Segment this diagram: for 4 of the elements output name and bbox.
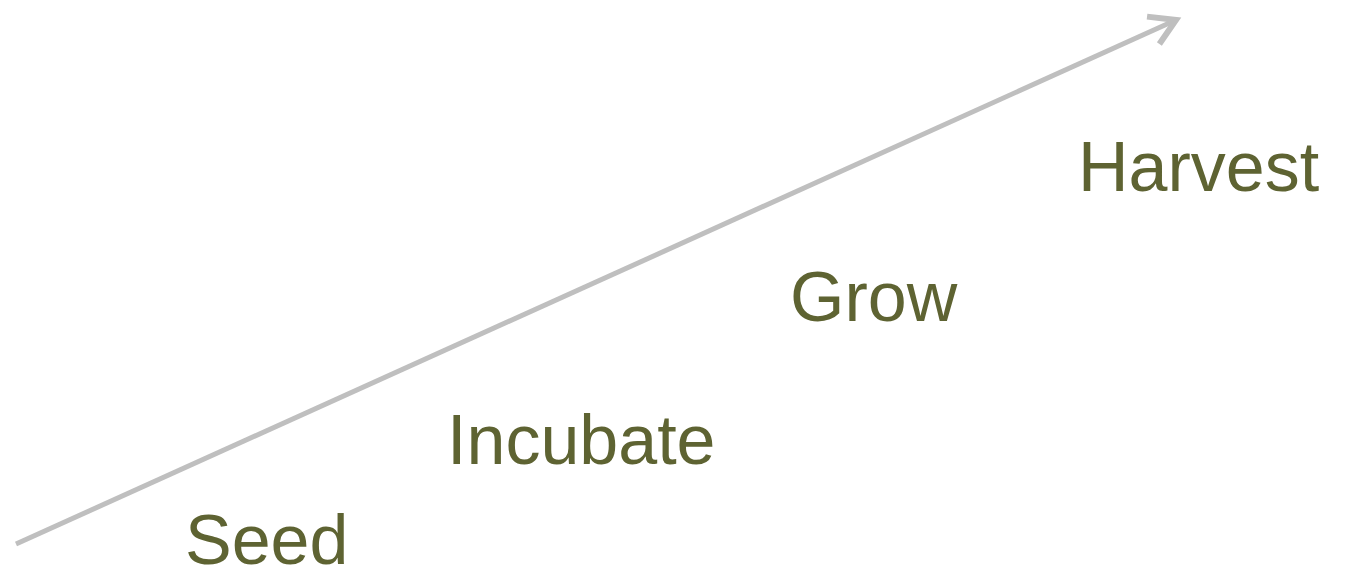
step-label: Harvest xyxy=(1078,132,1320,202)
step-label: Incubate xyxy=(447,405,716,475)
step-label: Seed xyxy=(185,505,349,575)
step-label: Grow xyxy=(790,262,958,332)
